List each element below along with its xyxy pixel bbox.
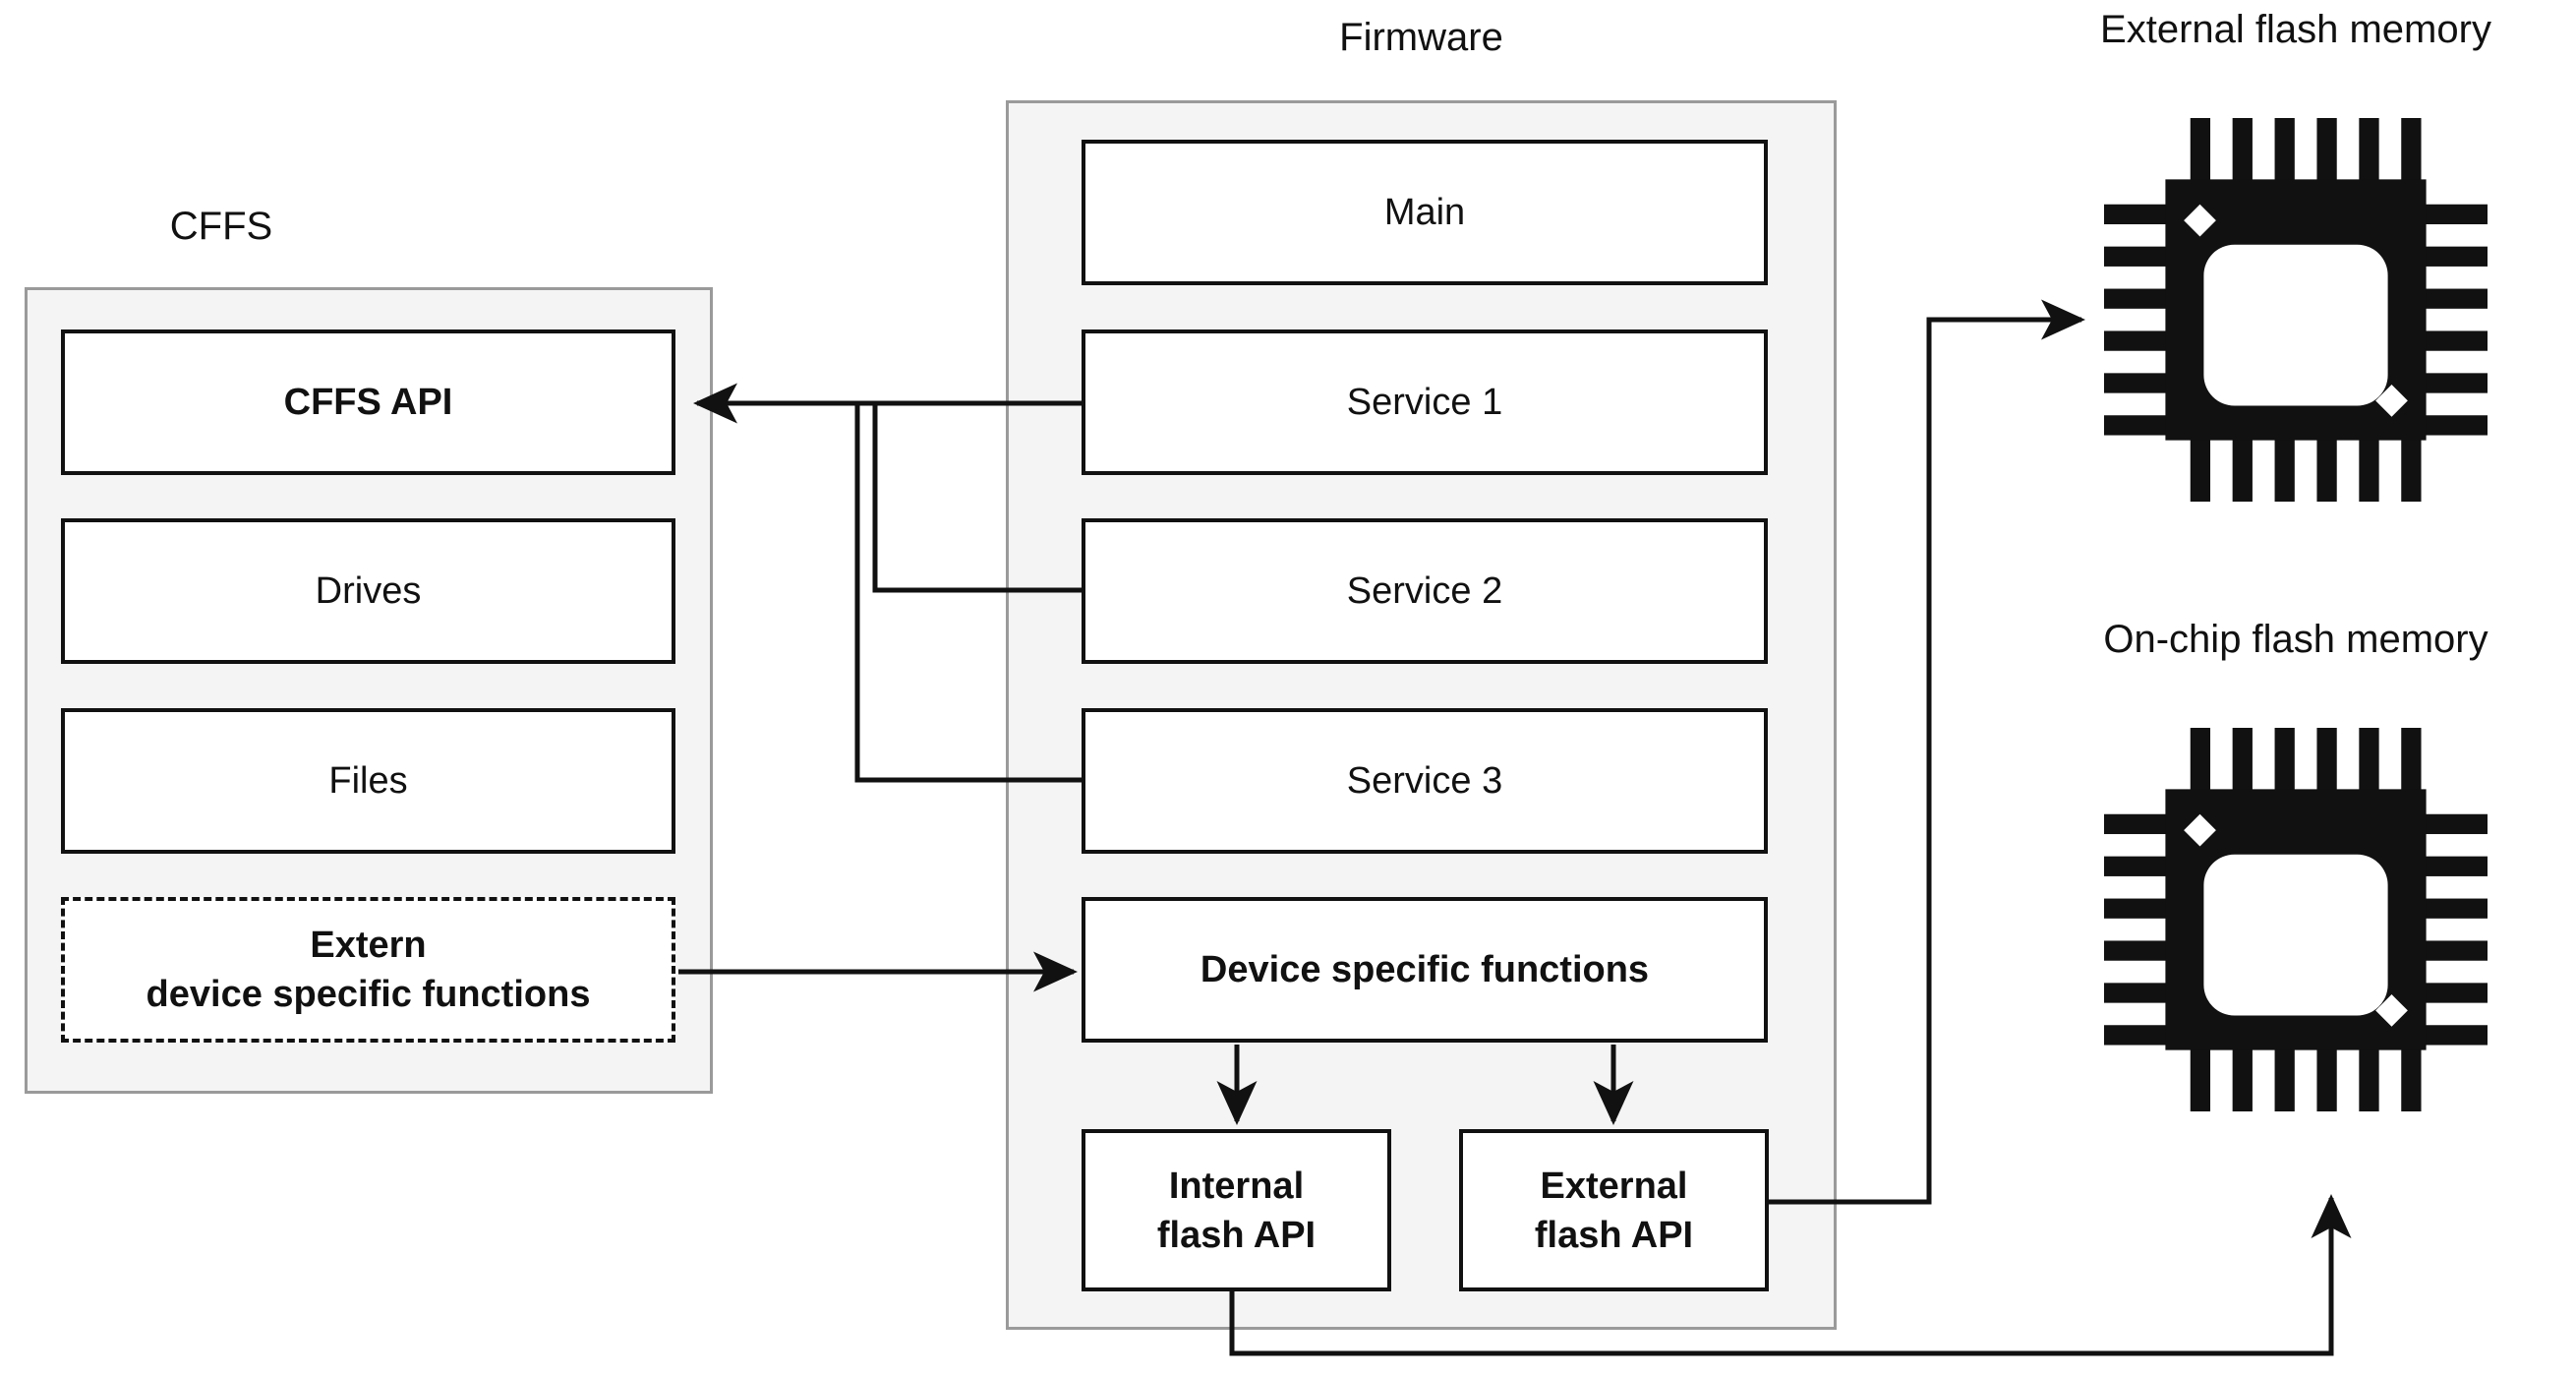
files-label: Files xyxy=(328,760,408,802)
service-1-box[interactable]: Service 1 xyxy=(1082,329,1768,475)
main-box[interactable]: Main xyxy=(1082,140,1768,285)
service-3-box[interactable]: Service 3 xyxy=(1082,708,1768,854)
drives-box[interactable]: Drives xyxy=(61,518,675,664)
extern-label-line2: device specific functions xyxy=(146,974,591,1015)
external-flash-api-box[interactable]: External flash API xyxy=(1459,1129,1769,1291)
extern-device-specific-functions-box[interactable]: Extern device specific functions xyxy=(61,897,675,1043)
internal-flash-api-label-line1: Internal xyxy=(1168,1165,1305,1207)
cffs-api-label: CFFS API xyxy=(283,382,453,423)
external-flash-memory-chip-icon xyxy=(2104,118,2488,502)
device-specific-functions-label: Device specific functions xyxy=(1200,949,1650,990)
files-box[interactable]: Files xyxy=(61,708,675,854)
firmware-group-title: Firmware xyxy=(1339,16,1503,59)
service-2-box[interactable]: Service 2 xyxy=(1082,518,1768,664)
service-2-label: Service 2 xyxy=(1346,570,1503,612)
external-flash-api-label-line2: flash API xyxy=(1534,1214,1694,1256)
on-chip-flash-memory-chip-icon xyxy=(2104,728,2488,1111)
drives-label: Drives xyxy=(315,570,422,612)
external-flash-memory-title: External flash memory xyxy=(2100,8,2491,51)
main-label: Main xyxy=(1383,192,1466,233)
external-flash-api-label-line1: External xyxy=(1540,1165,1688,1207)
service-3-label: Service 3 xyxy=(1346,760,1503,802)
internal-flash-api-label-line2: flash API xyxy=(1156,1214,1317,1256)
cffs-api-box[interactable]: CFFS API xyxy=(61,329,675,475)
on-chip-flash-memory-title: On-chip flash memory xyxy=(2103,618,2488,661)
internal-flash-api-box[interactable]: Internal flash API xyxy=(1082,1129,1391,1291)
cffs-group-title: CFFS xyxy=(169,205,273,248)
device-specific-functions-box[interactable]: Device specific functions xyxy=(1082,897,1768,1043)
extern-label-line1: Extern xyxy=(310,925,427,966)
service-1-label: Service 1 xyxy=(1346,382,1503,423)
